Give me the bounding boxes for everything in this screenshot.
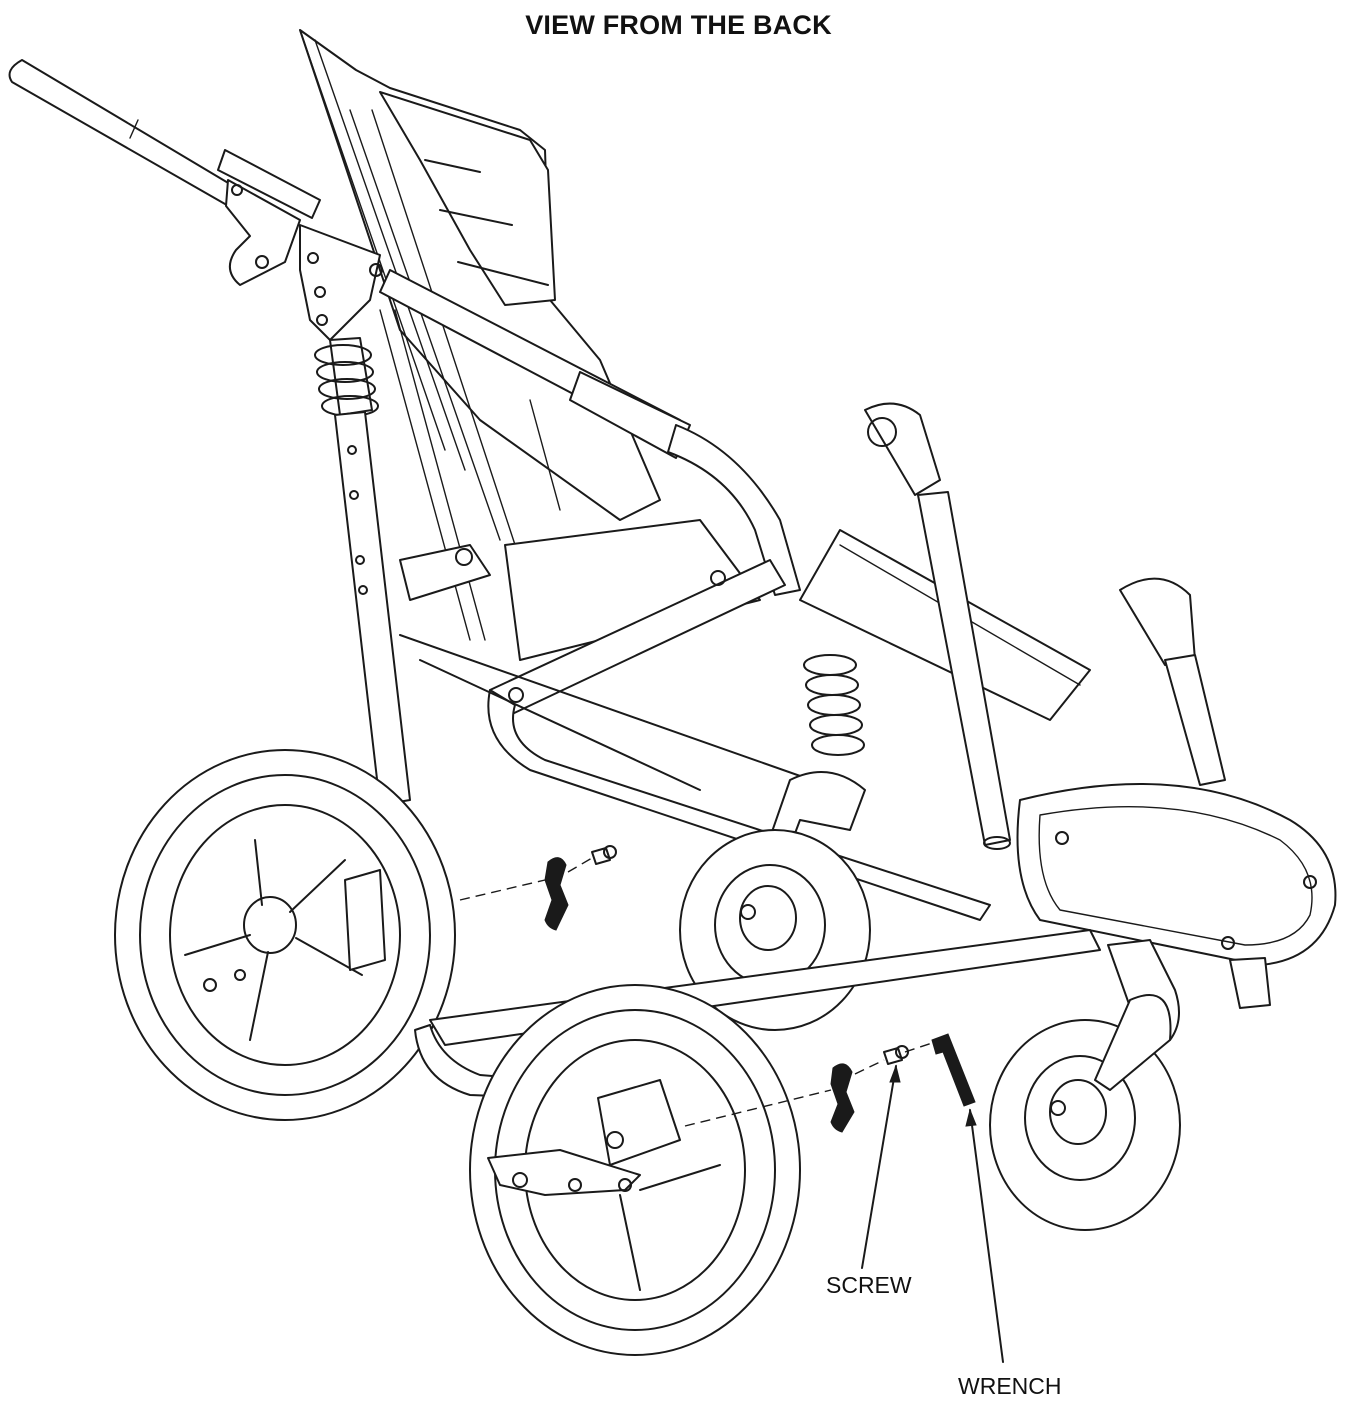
- front-caster-right: [989, 939, 1181, 1231]
- screw-leader: [861, 1064, 901, 1269]
- wrench-leader: [965, 1108, 1004, 1363]
- lower-screw: [854, 1045, 909, 1075]
- left-upright: [314, 337, 411, 806]
- wrench-label: WRENCH: [958, 1373, 1062, 1399]
- wrench: [904, 1033, 976, 1107]
- footrest: [1016, 783, 1337, 1009]
- right-handle-bar: [864, 402, 1226, 850]
- upper-frame: [299, 224, 801, 596]
- upper-bracket: [459, 857, 569, 931]
- lower-bracket: [684, 1063, 855, 1133]
- push-handle: [8, 59, 321, 286]
- screw-label: SCREW: [826, 1272, 912, 1298]
- upper-screw: [567, 845, 617, 873]
- rear-wheel-right: [469, 984, 801, 1356]
- rear-wheel-left: [114, 749, 456, 1121]
- diagram-title: VIEW FROM THE BACK: [525, 10, 832, 40]
